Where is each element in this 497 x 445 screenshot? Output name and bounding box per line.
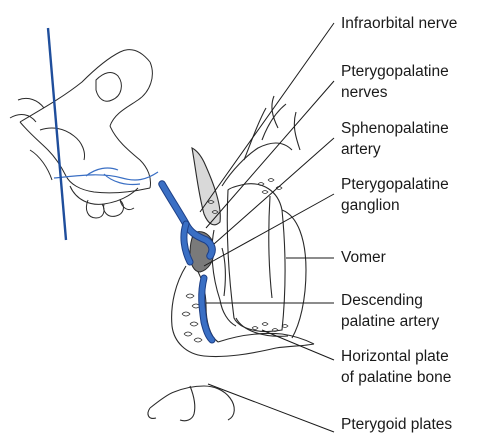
label-sphenopalatine-artery: Sphenopalatine artery [341, 118, 449, 160]
skull-nerve-branches [54, 168, 158, 185]
label-line: Sphenopalatine [341, 118, 449, 139]
label-line: nerves [341, 82, 449, 103]
label-line: Pterygoid plates [341, 414, 452, 435]
label-line: artery [341, 139, 449, 160]
label-line: Vomer [341, 247, 386, 268]
label-line: Descending [341, 290, 439, 311]
label-line: Infraorbital nerve [341, 13, 457, 34]
label-line: Pterygopalatine [341, 174, 449, 195]
label-line: of palatine bone [341, 367, 451, 388]
label-pterygopalatine-ganglion: Pterygopalatine ganglion [341, 174, 449, 216]
label-pterygoid-plates: Pterygoid plates [341, 414, 452, 435]
section-plane-line [48, 28, 66, 240]
label-line: Horizontal plate [341, 346, 451, 367]
label-infraorbital-nerve: Infraorbital nerve [341, 13, 457, 34]
label-vomer: Vomer [341, 247, 386, 268]
label-horizontal-plate: Horizontal plate of palatine bone [341, 346, 451, 388]
label-descending-palatine-artery: Descending palatine artery [341, 290, 439, 332]
leader-lines [200, 23, 334, 432]
label-line: Pterygopalatine [341, 61, 449, 82]
skull-orientation-sketch [10, 50, 152, 218]
label-line: ganglion [341, 195, 449, 216]
label-line: palatine artery [341, 311, 439, 332]
label-pterygopalatine-nerves: Pterygopalatine nerves [341, 61, 449, 103]
